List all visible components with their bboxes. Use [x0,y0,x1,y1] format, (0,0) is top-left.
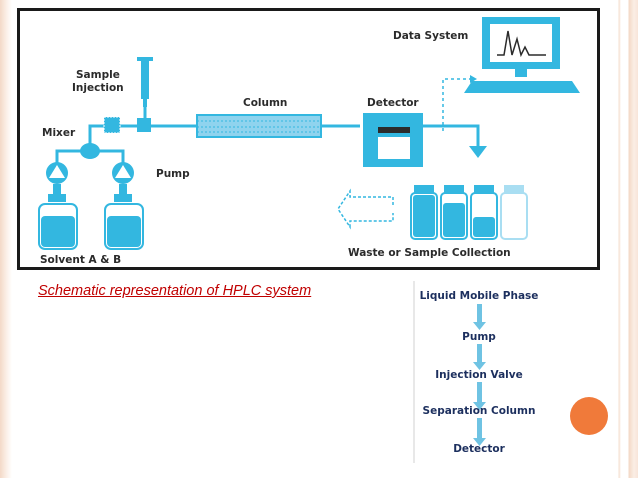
left-decorative-border [0,0,12,478]
flow-chart-svg: Liquid Mobile Phase Pump Injection Valve… [413,281,539,463]
label-pump: Pump [156,168,190,180]
hplc-schematic-diagram: Data System Sample Injection Column Dete… [17,8,600,270]
syringe-icon [137,57,153,107]
flow-item-separation-column: Separation Column [423,405,536,417]
column-tube [196,114,322,138]
filter-block [103,116,121,134]
right-decorative-border [610,0,638,478]
waste-direction-arrow [337,188,394,230]
collection-bottle-2 [440,185,468,240]
solvent-bottle-b [104,203,144,250]
flow-arrow-4 [473,418,486,446]
pump-left [46,162,68,202]
pump-right [112,162,134,202]
flow-arrow-3 [473,382,486,410]
solvent-bottle-a [38,203,78,250]
flow-item-liquid-mobile-phase: Liquid Mobile Phase [420,290,539,302]
label-waste: Waste or Sample Collection [348,247,511,259]
detector-outlet-arrow [469,146,487,158]
hplc-schematic-svg: Data System Sample Injection Column Dete… [38,17,580,266]
flow-item-pump: Pump [462,331,496,343]
column-packing [197,120,321,133]
flow-item-injection-valve: Injection Valve [435,369,523,381]
collection-bottle-1 [410,185,438,240]
detector-box [363,113,423,167]
data-signal-arrow [470,75,477,83]
mixer [80,143,100,159]
injection-valve [137,118,151,132]
flow-item-detector: Detector [453,443,505,455]
decorative-orange-circle [570,397,608,435]
label-data-system: Data System [393,30,468,42]
label-sample: Sample [76,69,120,81]
hplc-flow-chart: Liquid Mobile Phase Pump Injection Valve… [412,281,546,463]
computer-icon [464,17,580,93]
collection-bottle-4 [500,185,528,240]
label-solvent: Solvent A & B [40,254,121,266]
data-signal-line [442,78,470,131]
label-detector: Detector [367,97,419,109]
label-mixer: Mixer [42,127,76,139]
collection-bottle-3 [470,185,498,240]
label-injection: Injection [72,82,124,94]
label-column: Column [243,97,287,109]
diagram-caption[interactable]: Schematic representation of HPLC system [38,283,312,299]
flow-arrow-2 [473,344,486,370]
flow-arrow-1 [473,304,486,330]
